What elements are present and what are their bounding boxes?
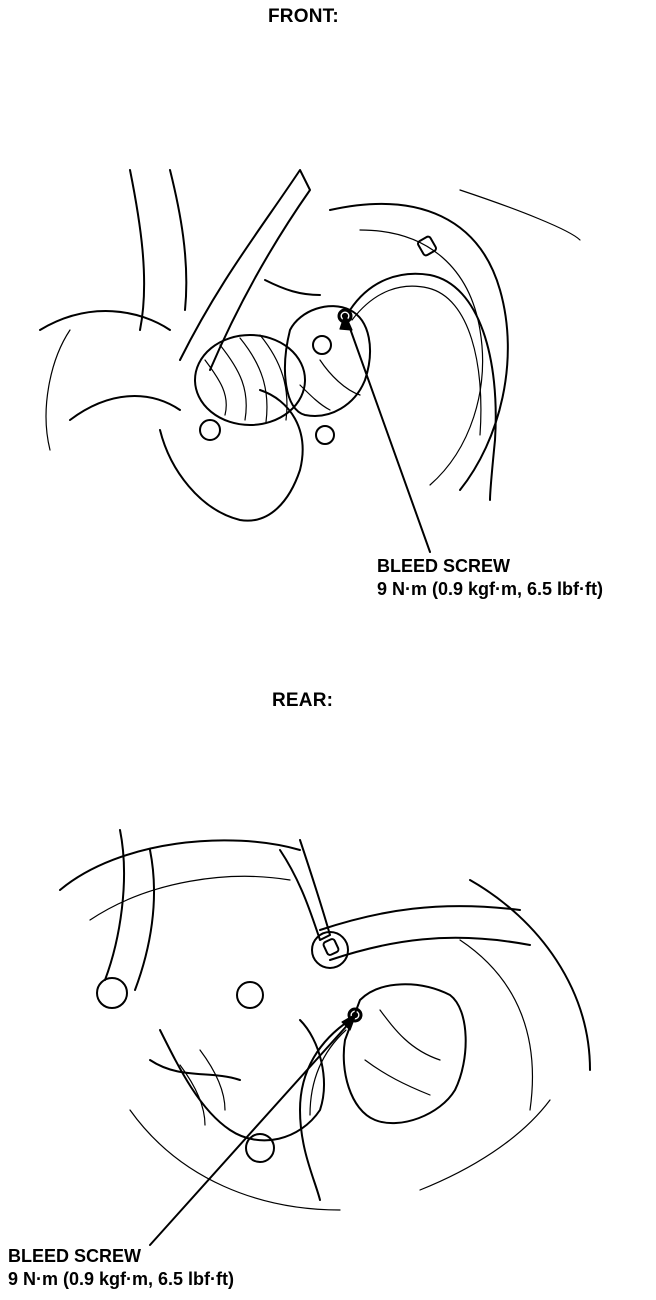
- front-lower-arm: [39, 310, 181, 421]
- rear-strut: [104, 829, 155, 991]
- rear-callout-leader: [149, 1019, 353, 1246]
- front-cv-boot: [194, 334, 306, 426]
- rear-caliper-detail: [364, 1009, 441, 1096]
- front-upper-arm: [179, 169, 311, 371]
- front-callout-leader: [346, 319, 431, 553]
- rear-brake-illustration: [59, 829, 591, 1246]
- rear-callout-arrowhead: [341, 1013, 357, 1031]
- rear-bushing: [311, 931, 349, 969]
- rear-heading: REAR:: [272, 690, 334, 711]
- front-outer-arc: [459, 189, 581, 241]
- front-bolt-1: [199, 419, 221, 441]
- front-caliper-detail: [299, 359, 361, 411]
- rear-knuckle: [159, 1019, 325, 1142]
- front-disc-arc-inner: [359, 229, 484, 486]
- front-callout-label: BLEED SCREW: [377, 556, 511, 576]
- front-callout-arrowhead: [339, 313, 353, 331]
- rear-knuckle-detail: [179, 1049, 226, 1126]
- rear-hub-bolt-3: [245, 1133, 275, 1163]
- rear-callout-torque: 9 N·m (0.9 kgf·m, 6.5 lbf·ft): [8, 1269, 235, 1289]
- rear-brake-hose-inner: [309, 1029, 347, 1116]
- rear-caliper: [342, 983, 467, 1125]
- rear-wheel-arc-inner: [89, 875, 533, 1111]
- front-left-arc: [45, 329, 71, 451]
- front-brake-line: [264, 279, 321, 296]
- rear-bleeder-cap: [322, 938, 340, 956]
- rear-wheel-arc-outer: [59, 839, 591, 1071]
- front-caliper: [284, 305, 371, 417]
- front-heading: FRONT:: [268, 6, 339, 27]
- front-cv-boot-ribs: [204, 334, 288, 423]
- front-bleeder-cap: [417, 235, 437, 257]
- front-bolt-2: [315, 425, 335, 445]
- rear-bleed-screw: [347, 1007, 363, 1023]
- rear-brake-line: [149, 1059, 241, 1081]
- rear-hub-bolt-1: [96, 977, 128, 1009]
- front-knuckle: [159, 389, 304, 522]
- front-bolt-3: [312, 335, 332, 355]
- front-brake-hose: [349, 272, 497, 501]
- rear-trailing-arm: [319, 905, 531, 961]
- rear-wheel-arc-lower: [129, 1099, 551, 1211]
- rear-callout: BLEED SCREW 9 N·m (0.9 kgf·m, 6.5 lbf·ft…: [8, 1245, 234, 1291]
- rear-callout-label: BLEED SCREW: [8, 1246, 142, 1266]
- rear-upper-arm: [279, 839, 331, 941]
- front-callout: BLEED SCREW 9 N·m (0.9 kgf·m, 6.5 lbf·ft…: [377, 555, 603, 601]
- rear-hub-bolt-2: [236, 981, 264, 1009]
- front-strut: [129, 169, 188, 331]
- front-brake-hose-inner: [351, 285, 482, 436]
- front-callout-torque: 9 N·m (0.9 kgf·m, 6.5 lbf·ft): [377, 579, 604, 599]
- front-brake-illustration: [39, 169, 581, 553]
- rear-brake-hose: [299, 1019, 351, 1201]
- front-disc-arc-outer: [329, 202, 509, 491]
